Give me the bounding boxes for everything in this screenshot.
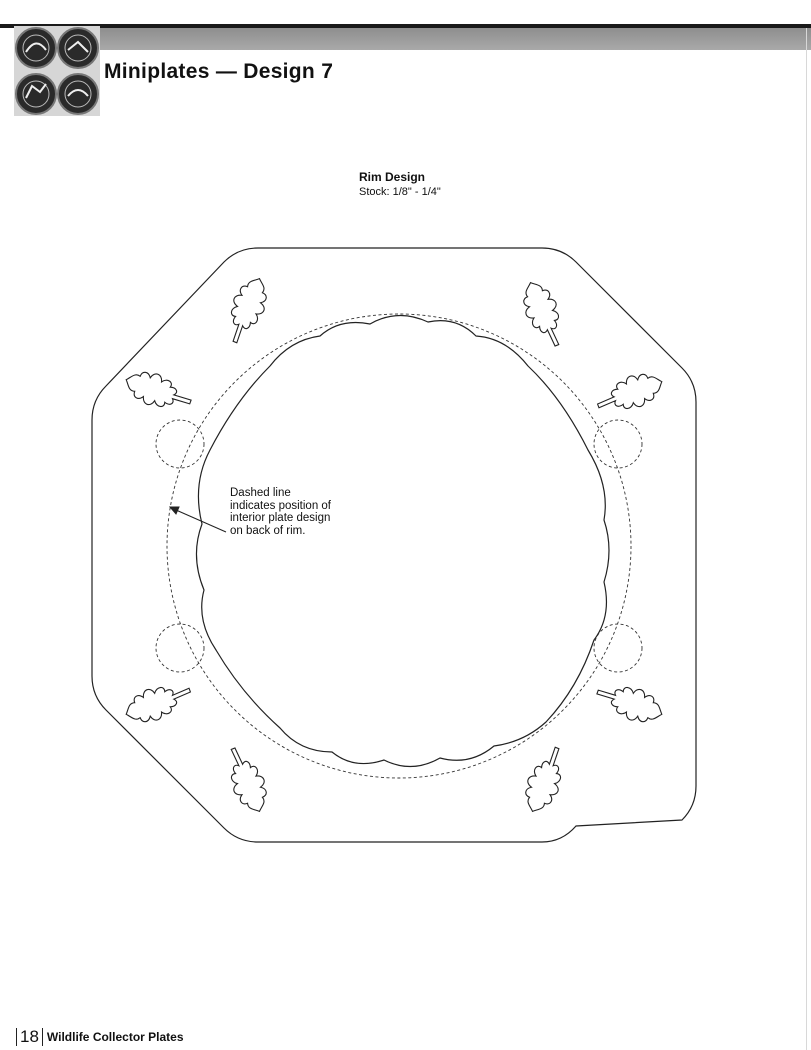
- note-line: Dashed line: [230, 487, 291, 499]
- rim-stock-label: Stock: 1/8" - 1/4": [359, 186, 441, 198]
- top-rule: [0, 24, 811, 28]
- page-footer: 18 Wildlife Collector Plates: [16, 1026, 184, 1048]
- header-band: [98, 28, 811, 50]
- note-line: interior plate design: [230, 512, 331, 524]
- note-line: on back of rim.: [230, 524, 306, 537]
- page-edge: [806, 28, 807, 1050]
- rim-lobes: [155, 419, 643, 673]
- page-number: 18: [20, 1027, 39, 1046]
- note-line: indicates position of: [230, 499, 332, 512]
- rim-outline: [91, 247, 697, 843]
- dashed-plate-outline: [166, 313, 632, 779]
- plate-thumbnails-icon: [14, 26, 100, 116]
- footer-rule: [41, 1028, 43, 1046]
- plate-thumbnail-icon: [15, 73, 57, 115]
- page-title: Miniplates — Design 7: [104, 60, 334, 83]
- plate-thumbnail-icon: [57, 27, 99, 69]
- book-title: Wildlife Collector Plates: [46, 1030, 184, 1044]
- rim-design-title: Rim Design: [359, 170, 426, 184]
- footer-rule: [16, 1028, 17, 1046]
- dashed-line-note: Dashed line indicates position of interi…: [230, 487, 360, 537]
- arrow-icon: [168, 506, 227, 533]
- plate-thumbnail-icon: [57, 73, 99, 115]
- plate-thumbnail-icon: [15, 27, 57, 69]
- scalloped-opening: [195, 314, 610, 768]
